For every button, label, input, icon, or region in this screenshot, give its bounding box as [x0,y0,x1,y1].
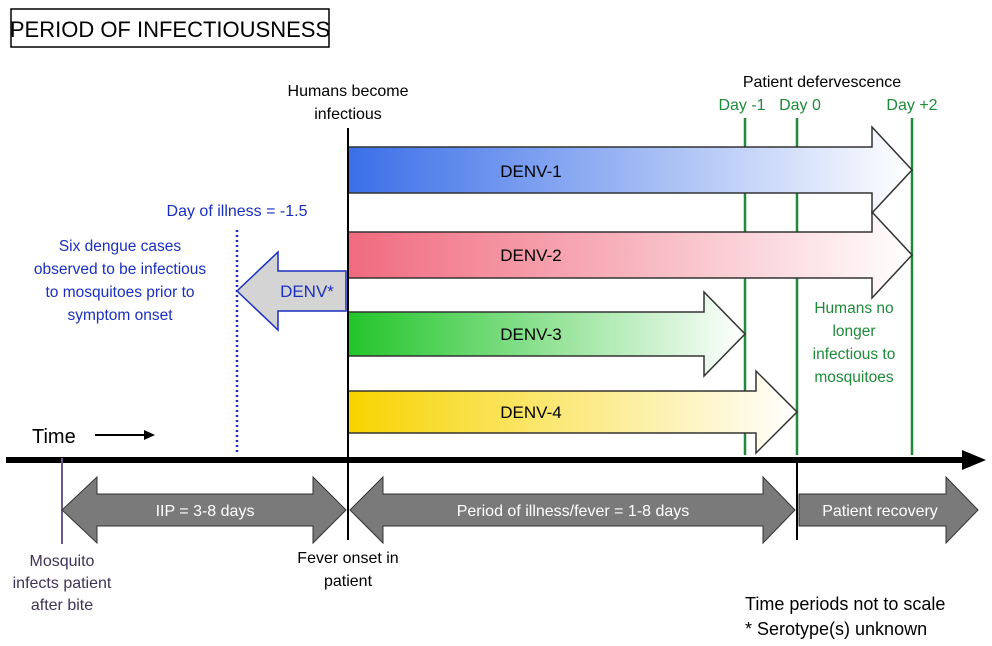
denv4-label: DENV-4 [500,403,561,422]
six-cases-line-3: to mosquitoes prior to [45,284,194,301]
no-longer-note: Humans no longer infectious to mosquitoe… [813,300,896,386]
denv-unknown-arrow [235,250,347,332]
illness-label: Period of illness/fever = 1-8 days [457,503,690,520]
mosquito-note: Mosquito infects patient after bite [13,553,112,614]
denv3-arrow [347,290,747,378]
denv3-label: DENV-3 [500,325,561,344]
day-of-illness-label: Day of illness = -1.5 [167,203,308,220]
mosquito-line-1: Mosquito [30,553,95,570]
iip-arrow [61,475,347,545]
day-plus2-label: Day +2 [886,97,937,114]
note-serotype-unknown: * Serotype(s) unknown [745,619,927,639]
denv1-arrow [347,125,914,215]
six-cases-note: Six dengue cases observed to be infectio… [34,238,207,324]
humans-become-label: Humans become [288,83,409,100]
fever-onset-line-2: patient [324,573,373,590]
recovery-arrow [798,475,979,545]
denv4-arrow [347,369,799,455]
six-cases-line-4: symptom onset [67,307,173,324]
iip-label: IIP = 3-8 days [156,503,255,520]
day0-label: Day 0 [779,97,821,114]
fever-onset-line-1: Fever onset in [297,550,398,567]
illness-arrow [349,475,796,545]
denv2-label: DENV-2 [500,246,561,265]
denv1-label: DENV-1 [500,162,561,181]
time-arrow-head [144,430,155,440]
denv2-arrow [347,210,914,300]
patient-defervescence-label: Patient defervescence [743,74,901,91]
no-longer-line-1: Humans no [814,300,893,317]
denv-unknown-label: DENV* [280,282,334,301]
mosquito-line-2: infects patient [13,575,112,592]
no-longer-line-3: infectious to [813,346,896,363]
six-cases-line-1: Six dengue cases [59,238,182,255]
page-title: PERIOD OF INFECTIOUSNESS [10,17,330,42]
note-not-to-scale: Time periods not to scale [745,594,945,614]
six-cases-line-2: observed to be infectious [34,261,207,278]
time-label: Time [32,426,76,448]
recovery-label: Patient recovery [822,503,938,520]
title-box [10,8,330,48]
no-longer-line-4: mosquitoes [814,369,894,386]
fever-onset-note: Fever onset in patient [297,550,398,590]
mosquito-line-3: after bite [31,597,93,614]
time-axis-head [962,450,986,470]
no-longer-line-2: longer [832,323,875,340]
infectious-label: infectious [314,106,382,123]
day-minus1-label: Day -1 [718,97,765,114]
